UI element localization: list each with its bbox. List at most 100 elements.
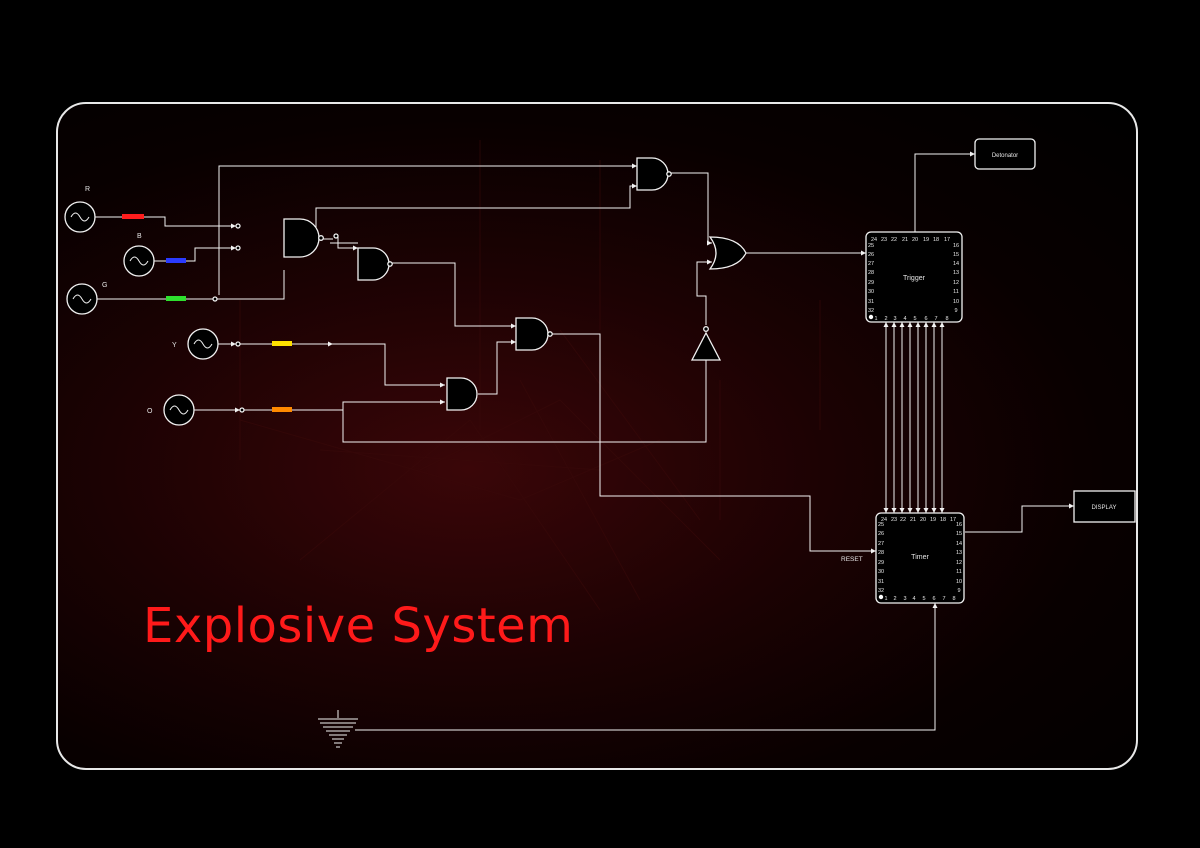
svg-text:9: 9: [957, 588, 960, 594]
svg-text:29: 29: [868, 280, 874, 286]
and-gate-icon: [357, 247, 390, 281]
source-label: O: [147, 408, 153, 415]
gate-inverter-bubble: [547, 331, 553, 337]
svg-text:14: 14: [956, 541, 962, 547]
svg-text:26: 26: [868, 252, 874, 258]
detonator-label: Detonator: [992, 153, 1018, 159]
svg-text:2: 2: [893, 596, 896, 602]
display-box: DISPLAY: [1073, 490, 1136, 523]
svg-text:15: 15: [956, 531, 962, 537]
svg-text:10: 10: [953, 299, 959, 305]
svg-text:26: 26: [878, 531, 884, 537]
svg-text:25: 25: [868, 243, 874, 249]
svg-text:24: 24: [871, 237, 877, 243]
svg-text:5: 5: [913, 316, 916, 322]
svg-text:28: 28: [868, 270, 874, 276]
svg-text:27: 27: [868, 261, 874, 267]
svg-text:17: 17: [944, 237, 950, 243]
and-gate-icon: [283, 218, 320, 258]
svg-text:27: 27: [878, 541, 884, 547]
svg-text:31: 31: [878, 579, 884, 585]
svg-text:9: 9: [954, 308, 957, 314]
svg-text:5: 5: [922, 596, 925, 602]
svg-text:19: 19: [923, 237, 929, 243]
svg-text:8: 8: [952, 596, 955, 602]
svg-text:30: 30: [878, 569, 884, 575]
svg-text:1: 1: [884, 596, 887, 602]
source-label: G: [102, 282, 107, 289]
svg-text:11: 11: [956, 569, 962, 575]
wire-segment-y: [272, 341, 292, 346]
wire-segment-g: [166, 296, 186, 301]
ground-icon: [318, 710, 358, 748]
svg-text:21: 21: [902, 237, 908, 243]
svg-text:16: 16: [956, 522, 962, 528]
svg-text:11: 11: [953, 289, 959, 295]
gate-inverter-bubble: [703, 326, 709, 332]
circuit-board: [56, 102, 1138, 770]
chip-label: Trigger: [903, 275, 926, 282]
source-label: R: [85, 186, 90, 193]
svg-text:13: 13: [953, 270, 959, 276]
junctions: [212, 223, 339, 413]
svg-text:19: 19: [930, 517, 936, 523]
svg-text:32: 32: [868, 308, 874, 314]
svg-text:3: 3: [893, 316, 896, 322]
source-label: Y: [172, 342, 177, 349]
svg-text:17: 17: [950, 517, 956, 523]
svg-text:16: 16: [953, 243, 959, 249]
svg-text:4: 4: [912, 596, 915, 602]
chip-label: Timer: [911, 554, 929, 561]
svg-text:18: 18: [940, 517, 946, 523]
pin-one-marker: [878, 594, 884, 600]
source-o: O: [147, 394, 195, 426]
svg-text:28: 28: [878, 550, 884, 556]
svg-text:23: 23: [881, 237, 887, 243]
svg-text:6: 6: [932, 596, 935, 602]
svg-text:13: 13: [956, 550, 962, 556]
source-g: G: [66, 282, 107, 315]
svg-text:31: 31: [868, 299, 874, 305]
sine-wave-icon: [72, 294, 92, 304]
source-y: Y: [172, 328, 219, 360]
svg-text:18: 18: [933, 237, 939, 243]
and-gate-icon: [515, 317, 549, 351]
not-gate-icon: [690, 331, 722, 361]
svg-text:22: 22: [891, 237, 897, 243]
svg-text:12: 12: [953, 280, 959, 286]
svg-text:8: 8: [945, 316, 948, 322]
sine-wave-icon: [129, 256, 149, 266]
svg-text:25: 25: [878, 522, 884, 528]
svg-text:10: 10: [956, 579, 962, 585]
svg-text:7: 7: [934, 316, 937, 322]
wire-segment-r: [122, 214, 144, 219]
svg-text:20: 20: [920, 517, 926, 523]
pin-one-marker: [868, 314, 874, 320]
svg-text:14: 14: [953, 261, 959, 267]
gate-inverter-bubble: [318, 235, 324, 241]
svg-text:2: 2: [884, 316, 887, 322]
or-gate-icon: [708, 236, 747, 270]
arrowheads: [231, 151, 1074, 608]
svg-text:20: 20: [912, 237, 918, 243]
source-r: R: [64, 186, 96, 233]
svg-text:1: 1: [874, 316, 877, 322]
svg-text:3: 3: [903, 596, 906, 602]
sine-wave-icon: [70, 212, 90, 222]
svg-text:32: 32: [878, 588, 884, 594]
wire-segment-o: [272, 407, 292, 412]
svg-text:4: 4: [903, 316, 906, 322]
background-texture: [239, 140, 821, 611]
svg-text:22: 22: [900, 517, 906, 523]
display-label: DISPLAY: [1092, 505, 1117, 511]
source-label: B: [137, 233, 142, 240]
source-b: B: [123, 233, 155, 277]
sine-wave-icon: [169, 405, 189, 415]
and-gate-icon: [636, 157, 669, 191]
sine-wave-icon: [193, 339, 213, 349]
gate-inverter-bubble: [387, 261, 393, 267]
svg-text:23: 23: [891, 517, 897, 523]
